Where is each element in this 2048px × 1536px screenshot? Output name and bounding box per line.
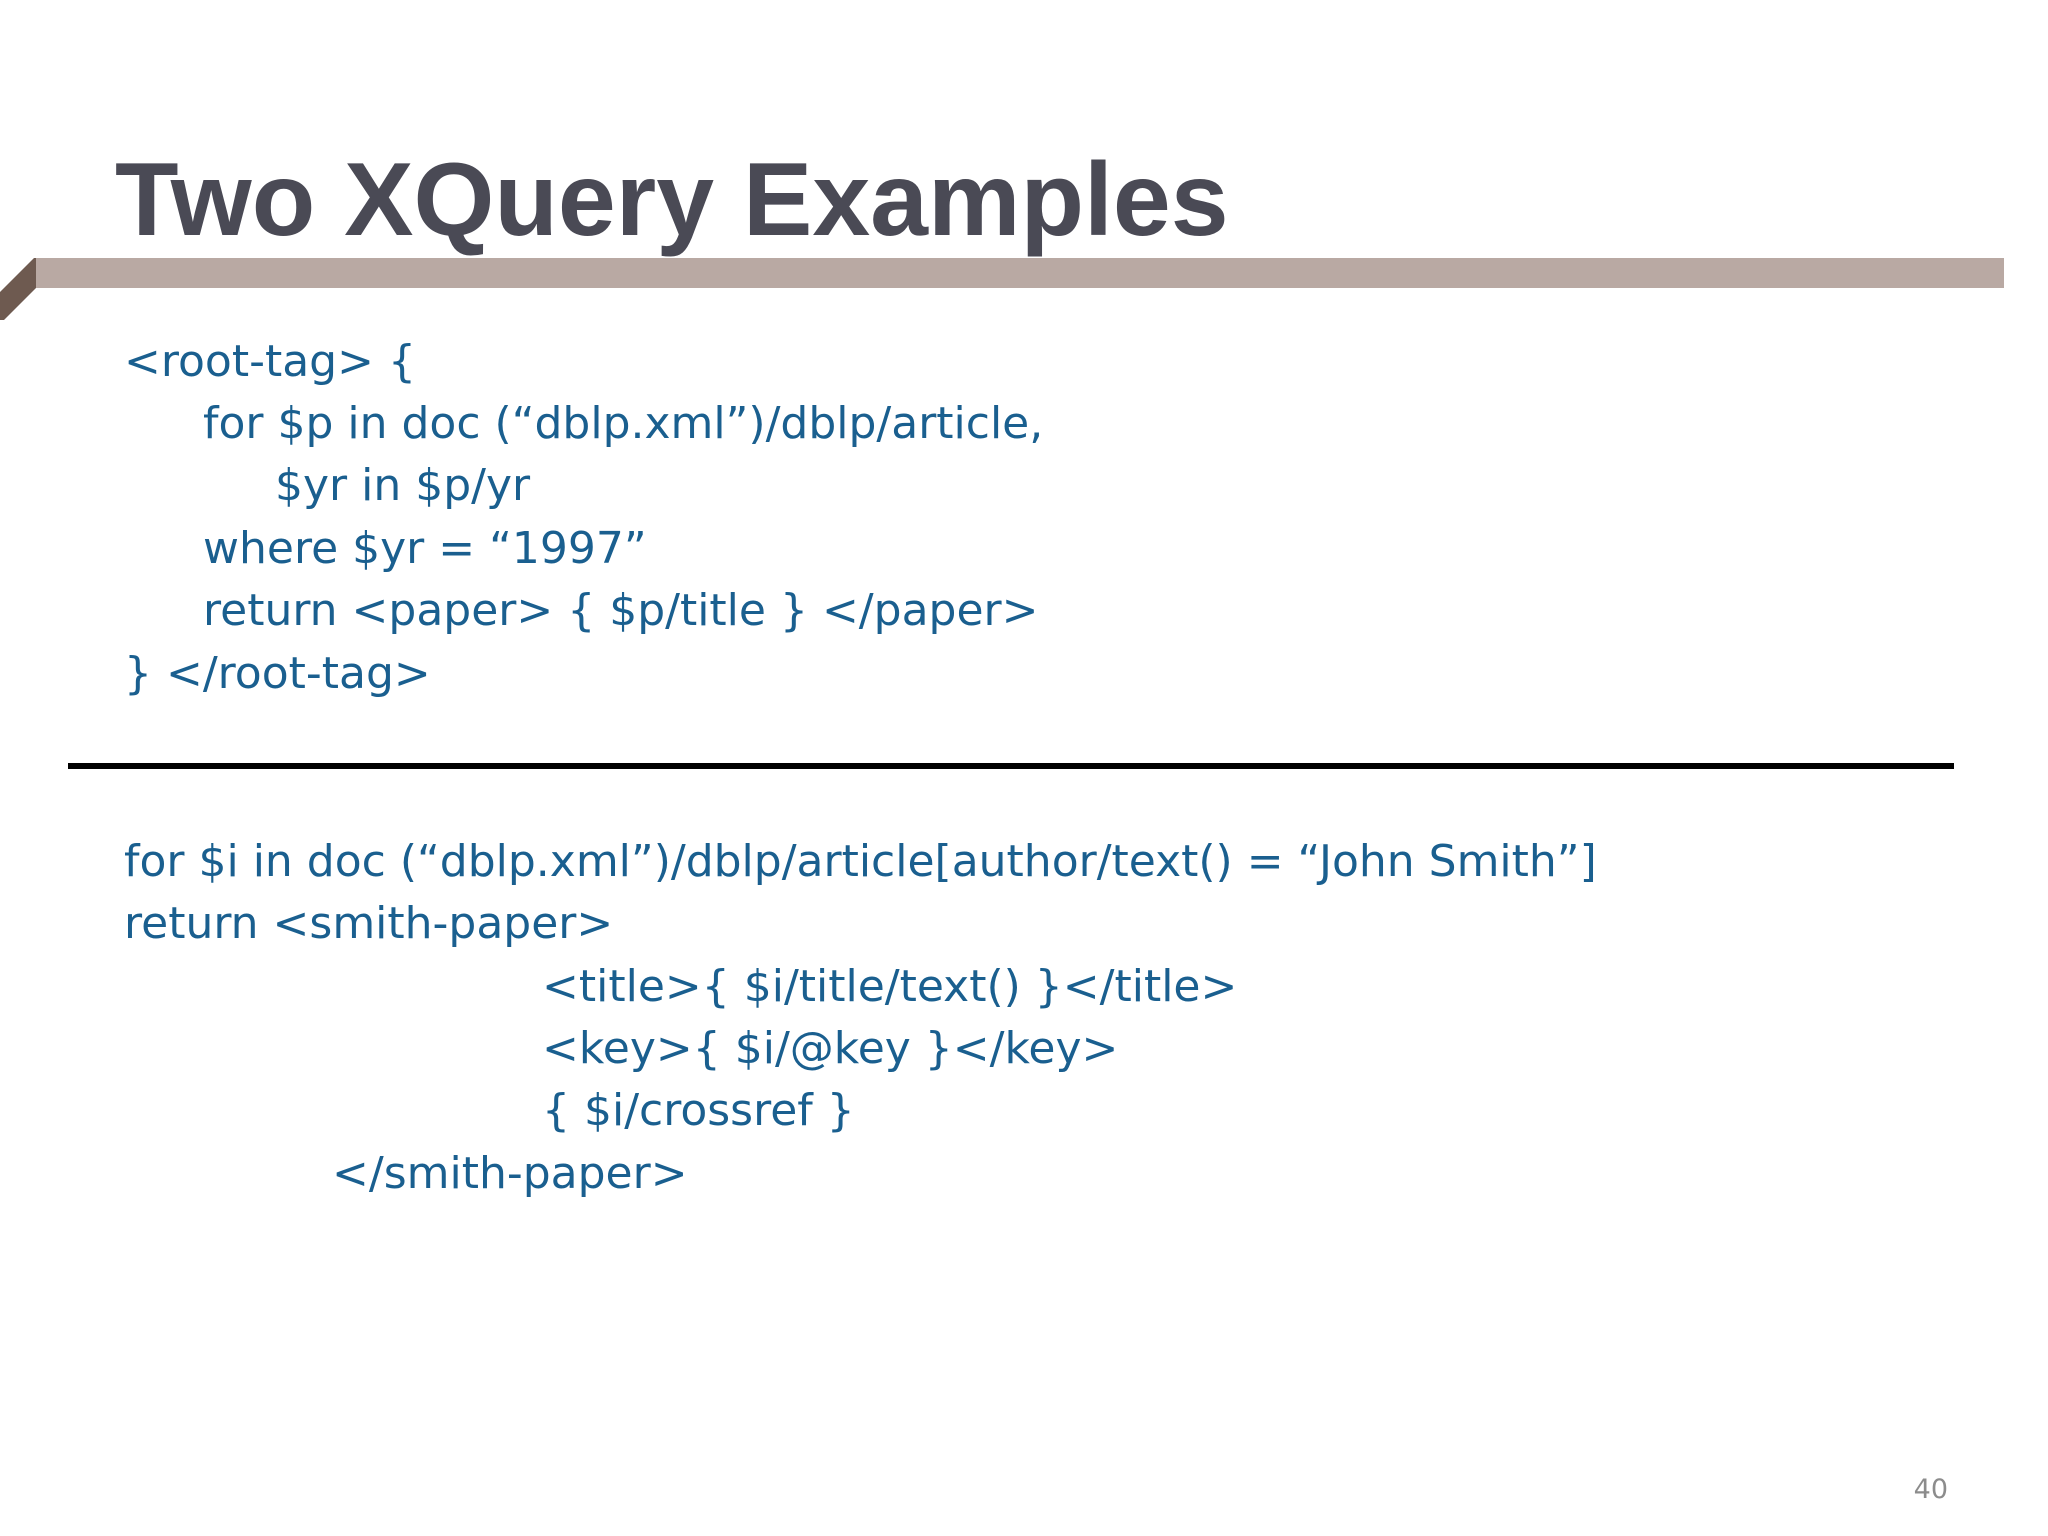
example1-line-2: for $p in doc (“dblp.xml”)/dblp/article, [203,398,1044,449]
example2-line-5: { $i/crossref } [542,1085,855,1136]
slide-title: Two XQuery Examples [115,142,1229,258]
example2-line-6: </smith-paper> [332,1148,688,1199]
example2-line-4: <key>{ $i/@key }</key> [542,1023,1119,1074]
title-bar-corner [0,258,36,320]
example1-line-6: } </root-tag> [124,648,431,699]
example1-line-3: $yr in $p/yr [275,460,531,511]
title-accent-bar [34,258,2004,288]
section-divider [68,763,1954,769]
example2-line-2: return <smith-paper> [124,898,614,949]
example1-line-4: where $yr = “1997” [203,523,647,574]
page-number: 40 [1913,1474,1948,1505]
example2-line-3: <title>{ $i/title/text() }</title> [542,961,1238,1012]
example1-line-1: <root-tag> { [124,336,416,387]
example2-line-1: for $i in doc (“dblp.xml”)/dblp/article[… [124,836,1597,887]
example1-line-5: return <paper> { $p/title } </paper> [203,585,1039,636]
